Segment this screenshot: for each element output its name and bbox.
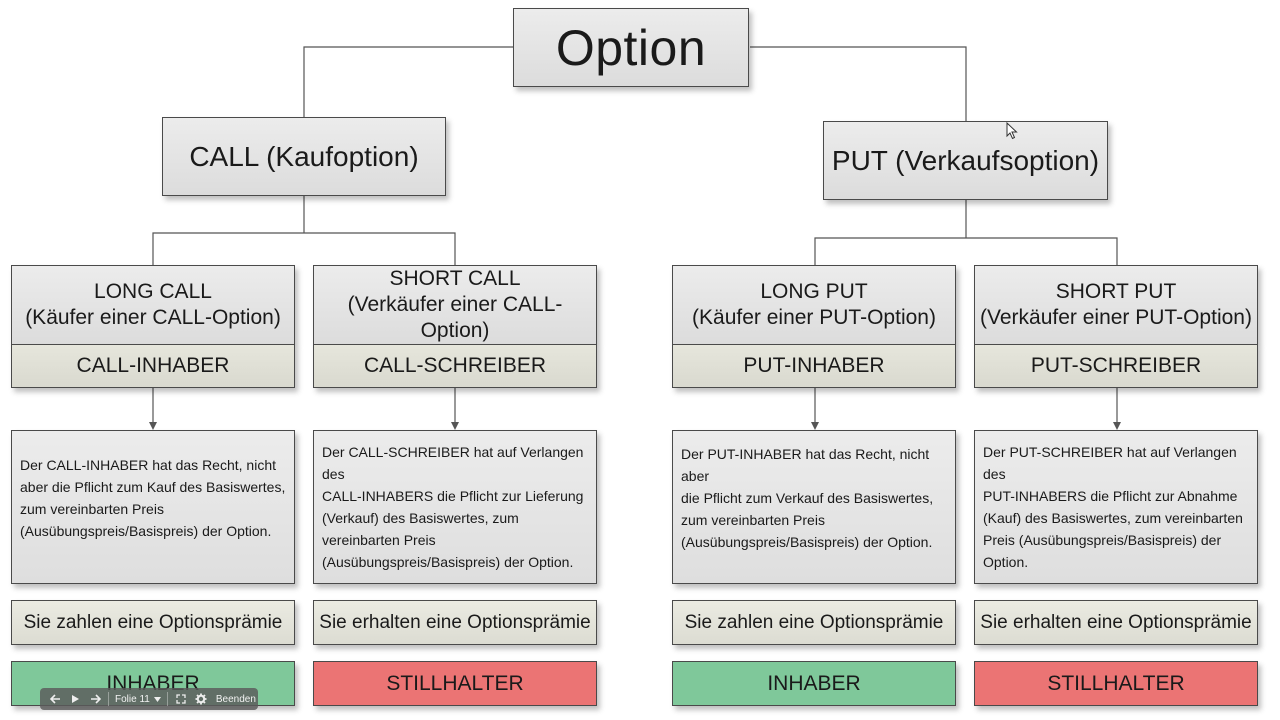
description-line: Der CALL-INHABER hat das Recht, nicht xyxy=(20,457,276,473)
description-line: zum vereinbarten Preis xyxy=(681,512,825,528)
description-line: CALL-INHABERS die Pflicht zur Lieferung xyxy=(322,488,584,504)
call-inhaber-label: CALL-INHABER xyxy=(76,354,230,377)
put-long-premium-box: Sie zahlen eine Optionsprämie xyxy=(672,600,956,645)
short-put-box: SHORT PUT (Verkäufer einer PUT-Option) xyxy=(974,265,1258,344)
fullscreen-icon[interactable] xyxy=(174,691,188,707)
call-schreiber-label: CALL-SCHREIBER xyxy=(363,354,547,377)
call-schreiber-description: Der CALL-SCHREIBER hat auf Verlangen des… xyxy=(313,430,597,584)
call-schreiber-box: CALL-SCHREIBER xyxy=(313,344,597,388)
short-put-label: SHORT PUT xyxy=(1055,280,1177,303)
presentation-toolbar: Folie 11 Beenden xyxy=(40,688,258,710)
call-long-premium-box: Sie zahlen eine Optionsprämie xyxy=(11,600,295,645)
description-line: zum vereinbarten Preis xyxy=(20,501,164,517)
put-short-premium-box: Sie erhalten eine Optionsprämie xyxy=(974,600,1258,645)
description-line: (Ausübungspreis/Basispreis) der Option. xyxy=(322,554,574,570)
short-call-box: SHORT CALL (Verkäufer einer CALL-Option) xyxy=(313,265,597,344)
put-schreiber-box: PUT-SCHREIBER xyxy=(974,344,1258,388)
description-line: (Ausübungspreis/Basispreis) der Option. xyxy=(681,534,933,550)
description-line: Option. xyxy=(983,554,1029,570)
description-line: vereinbarten Preis xyxy=(322,532,436,548)
put-schreiber-label: PUT-SCHREIBER xyxy=(1030,354,1202,377)
gear-icon[interactable] xyxy=(194,691,208,707)
short-call-subtitle: (Verkäufer einer CALL-Option) xyxy=(347,293,563,342)
description-line: die Pflicht zum Verkauf des Basiswertes, xyxy=(681,490,934,506)
short-put-subtitle: (Verkäufer einer PUT-Option) xyxy=(980,306,1252,329)
put-inhaber-label: PUT-INHABER xyxy=(743,354,885,377)
end-show-button[interactable]: Beenden xyxy=(215,693,256,705)
call-heading-box: CALL (Kaufoption) xyxy=(162,117,446,196)
long-put-subtitle: (Käufer einer PUT-Option) xyxy=(692,306,936,329)
description-line: PUT-INHABERS die Pflicht zur Abnahme xyxy=(983,488,1238,504)
premium-label: Sie erhalten eine Optionsprämie xyxy=(980,611,1252,633)
description-line: Der PUT-INHABER hat das Recht, nicht abe… xyxy=(681,446,930,484)
dropdown-icon xyxy=(153,696,161,702)
long-put-label: LONG PUT xyxy=(760,280,868,303)
call-inhaber-box: CALL-INHABER xyxy=(11,344,295,388)
call-stillhalter-status-box: STILLHALTER xyxy=(313,661,597,706)
back-arrow-icon[interactable] xyxy=(48,691,62,707)
status-label: INHABER xyxy=(767,671,861,695)
premium-label: Sie zahlen eine Optionsprämie xyxy=(23,611,283,633)
put-heading: PUT (Verkaufsoption) xyxy=(831,144,1100,176)
slide-label: Folie 11 xyxy=(115,693,150,705)
long-put-box: LONG PUT (Käufer einer PUT-Option) xyxy=(672,265,956,344)
long-call-box: LONG CALL (Käufer einer CALL-Option) xyxy=(11,265,295,344)
call-heading: CALL (Kaufoption) xyxy=(189,140,419,172)
premium-label: Sie zahlen eine Optionsprämie xyxy=(684,611,944,633)
description-line: Der CALL-SCHREIBER hat auf Verlangen des xyxy=(322,444,584,482)
call-short-premium-box: Sie erhalten eine Optionsprämie xyxy=(313,600,597,645)
long-call-subtitle: (Käufer einer CALL-Option) xyxy=(25,306,281,329)
mouse-cursor-icon xyxy=(1006,122,1018,140)
description-line: aber die Pflicht zum Kauf des Basiswerte… xyxy=(20,479,286,495)
option-title-box: Option xyxy=(513,8,749,87)
description-line: (Ausübungspreis/Basispreis) der Option. xyxy=(20,523,272,539)
description-line: Preis (Ausübungspreis/Basispreis) der xyxy=(983,532,1222,548)
premium-label: Sie erhalten eine Optionsprämie xyxy=(319,611,591,633)
description-line: (Kauf) des Basiswertes, zum vereinbarten xyxy=(983,510,1243,526)
forward-arrow-icon[interactable] xyxy=(88,691,102,707)
put-heading-box: PUT (Verkaufsoption) xyxy=(823,121,1108,200)
short-call-label: SHORT CALL xyxy=(389,267,521,290)
put-stillhalter-status-box: STILLHALTER xyxy=(974,661,1258,706)
long-call-label: LONG CALL xyxy=(94,280,212,303)
status-label: STILLHALTER xyxy=(1047,671,1185,695)
put-schreiber-description: Der PUT-SCHREIBER hat auf Verlangen des … xyxy=(974,430,1258,584)
description-line: Der PUT-SCHREIBER hat auf Verlangen des xyxy=(983,444,1237,482)
put-inhaber-status-box: INHABER xyxy=(672,661,956,706)
option-title: Option xyxy=(555,19,707,76)
slide-selector[interactable]: Folie 11 xyxy=(115,694,161,705)
put-inhaber-box: PUT-INHABER xyxy=(672,344,956,388)
status-label: STILLHALTER xyxy=(386,671,524,695)
play-icon[interactable] xyxy=(68,691,82,707)
put-inhaber-description: Der PUT-INHABER hat das Recht, nicht abe… xyxy=(672,430,956,584)
toolbar-divider xyxy=(108,692,109,706)
description-line: (Verkauf) des Basiswertes, zum xyxy=(322,510,519,526)
toolbar-divider xyxy=(166,692,168,706)
call-inhaber-description: Der CALL-INHABER hat das Recht, nicht ab… xyxy=(11,430,295,584)
